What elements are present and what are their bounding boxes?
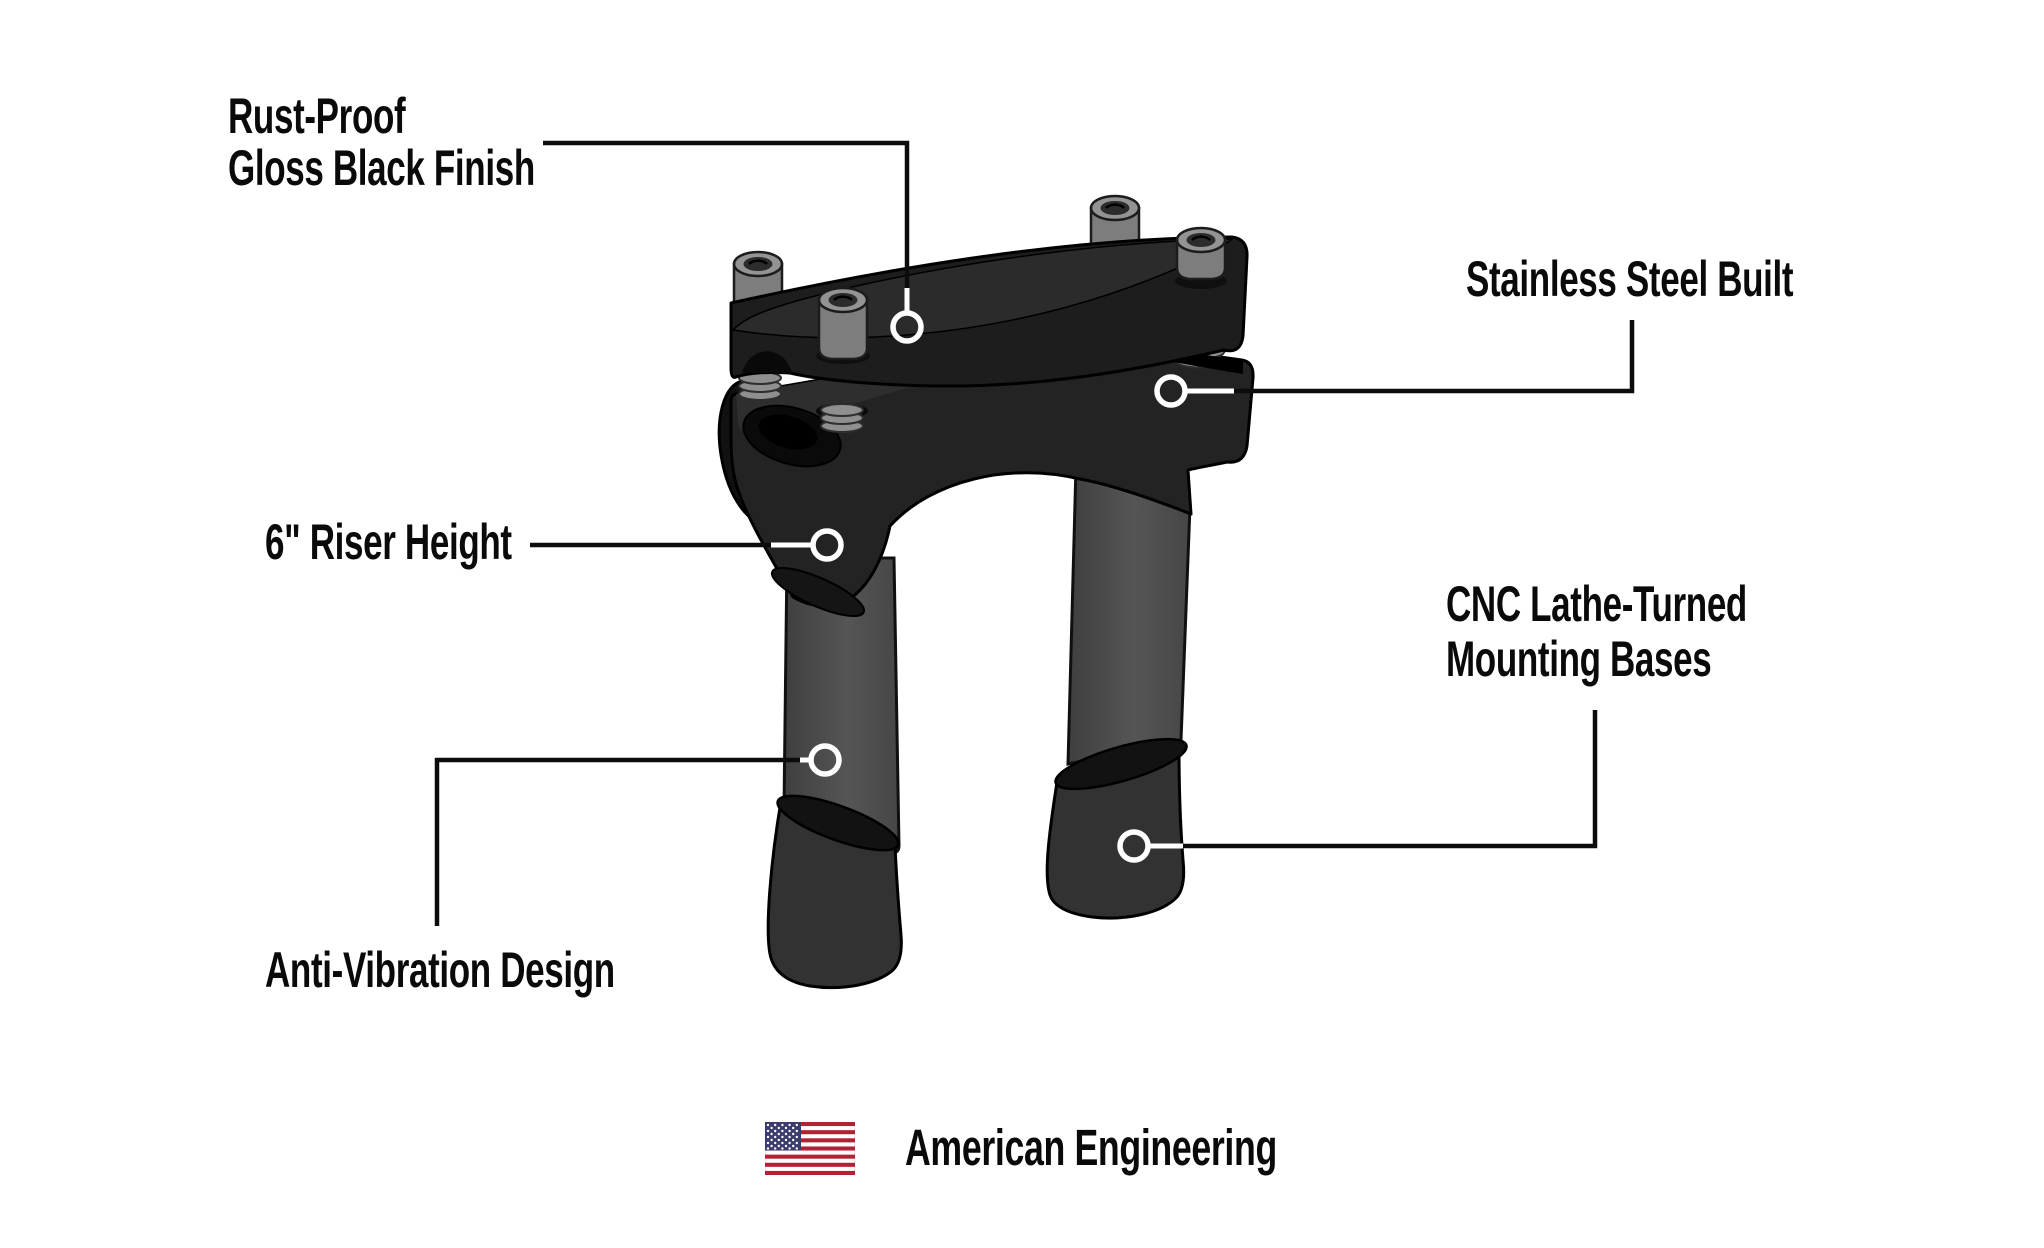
callout-marker-riser-height <box>810 528 844 562</box>
bottom-clamp-bore-inner <box>758 414 818 450</box>
callout-marker-anti-vibration <box>808 743 842 777</box>
callout-label-cnc: CNC Lathe-Turned Mounting Bases <box>1446 576 1747 687</box>
callout-marker-rust <box>890 310 924 344</box>
riser-post-right <box>1066 463 1192 766</box>
riser-collar-left <box>770 566 866 618</box>
base-ring-left <box>776 794 900 852</box>
stud-left-inner <box>820 403 864 433</box>
base-ring-right <box>1054 737 1188 791</box>
callout-label-rust: Rust-Proof Gloss Black Finish <box>228 88 535 196</box>
callout-label-stainless: Stainless Steel Built <box>1466 251 1794 307</box>
stud-left-outer <box>738 371 782 401</box>
top-clamp-bore-notch <box>742 351 792 373</box>
clamp-bolt-right-outer <box>1175 226 1227 281</box>
callout-line-anti-vibration <box>434 757 801 926</box>
mounting-base-right <box>1045 746 1186 920</box>
callout-label-anti-vibration: Anti-Vibration Design <box>265 942 615 998</box>
us-flag-icon <box>765 1122 855 1175</box>
clamp-bolt-left-inner <box>817 286 869 361</box>
callout-marker-cnc <box>1117 829 1151 863</box>
callout-line-rust <box>543 140 910 288</box>
footer-caption: American Engineering <box>905 1119 1277 1176</box>
callout-marker-stainless <box>1154 374 1188 408</box>
flag-stripes <box>765 1122 855 1175</box>
callout-line-stainless <box>1233 320 1635 394</box>
callout-label-riser-height: 6" Riser Height <box>265 514 512 570</box>
flag-stars <box>766 1123 798 1150</box>
callout-line-cnc <box>1183 710 1598 849</box>
